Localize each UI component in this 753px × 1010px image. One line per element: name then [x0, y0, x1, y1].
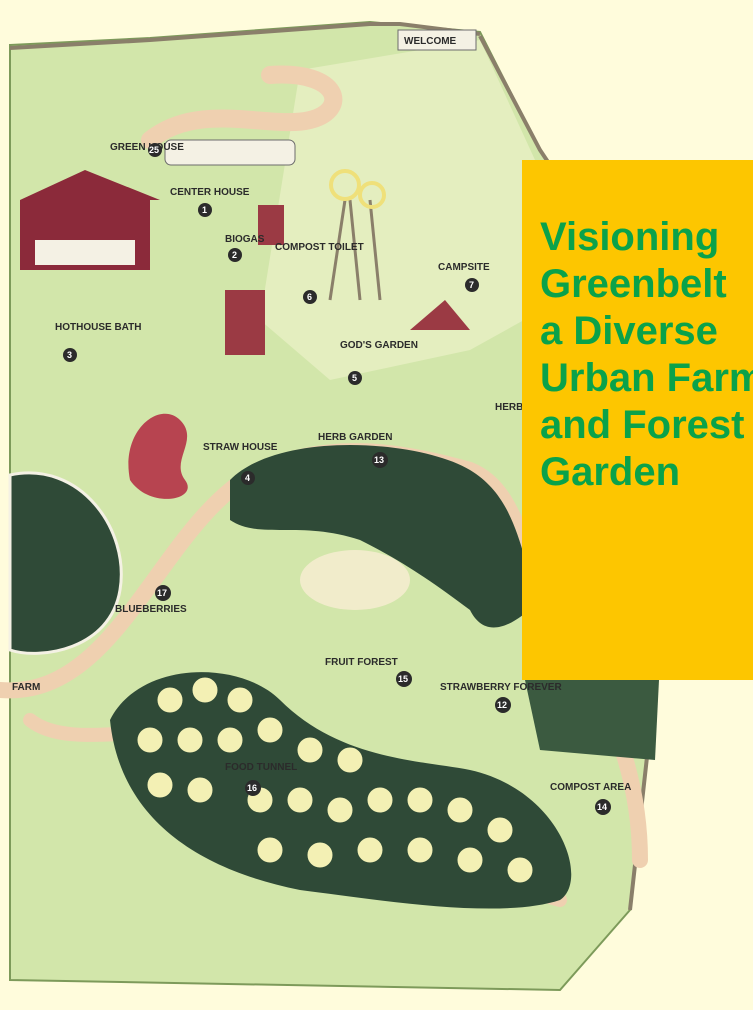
biogas-number: 2 [232, 250, 237, 260]
title-line: and Forest [540, 403, 745, 447]
campsite-marker [465, 278, 479, 292]
straw-house-number: 4 [245, 473, 250, 483]
compost-toilet-label: COMPOST TOILET [275, 242, 364, 253]
title-line: Urban Farm [540, 356, 753, 400]
biogas-marker [228, 248, 242, 262]
center-house-number: 1 [202, 205, 207, 215]
gods-garden-marker [348, 371, 362, 385]
herb-label: HERB [495, 402, 523, 413]
center-house [20, 170, 160, 270]
herb-garden-marker [372, 452, 388, 468]
straw-house-label: STRAW HOUSE [203, 442, 278, 453]
strawberry-number: 12 [497, 700, 507, 710]
food-tunnel-marker [245, 780, 261, 796]
hothouse-bath-number: 3 [67, 350, 72, 360]
fruit-forest-label: FRUIT FOREST [325, 657, 398, 668]
gods-garden-number: 5 [352, 373, 357, 383]
top-fence [9, 22, 481, 50]
pond [300, 550, 410, 610]
gods-garden-label: GOD'S GARDEN [340, 340, 418, 351]
strawberry-marker [495, 697, 511, 713]
center-house-label: CENTER HOUSE [170, 187, 250, 198]
compost-toilet-number: 6 [307, 292, 312, 302]
food-tunnel-label: FOOD TUNNEL [225, 762, 297, 773]
hothouse-bath-marker [63, 348, 77, 362]
blueberries-label: BLUEBERRIES [115, 604, 187, 615]
campsite-tent [410, 300, 470, 330]
animal-circle [8, 471, 123, 655]
welcome-sign-board [397, 29, 477, 51]
biogas-tank [258, 205, 284, 245]
herb-garden-bed [230, 445, 540, 628]
title-line: Visioning [540, 215, 720, 259]
blueberries-marker [155, 585, 171, 601]
biogas-label: BIOGAS [225, 234, 265, 245]
center-house-marker [198, 203, 212, 217]
compost-area-bed [525, 660, 660, 760]
food-tunnel-number: 16 [247, 783, 257, 793]
windmills [328, 169, 386, 301]
compost-toilet-marker [303, 290, 317, 304]
hothouse-bath-label: HOTHOUSE BATH [55, 322, 141, 333]
top-path [141, 65, 343, 149]
green-house-marker [148, 143, 162, 157]
farm-label: FARM [12, 682, 40, 693]
herb-garden-number: 13 [374, 455, 384, 465]
campsite-number: 7 [469, 280, 474, 290]
green-house-number: 25 [149, 145, 159, 155]
fruit-forest-number: 15 [398, 674, 408, 684]
welcome-sign: WELCOME [404, 36, 457, 47]
fruit-forest-marker [396, 671, 412, 687]
fruit-trees [136, 676, 534, 884]
straw-house-marker [241, 471, 255, 485]
compost-area-marker [595, 799, 611, 815]
campsite-label: CAMPSITE [438, 262, 490, 273]
title-line: Garden [540, 450, 681, 494]
green-house-building [164, 139, 296, 166]
green-house-label: GREEN HOUSE [110, 142, 184, 153]
straw-house [128, 413, 188, 499]
upper-meadow [260, 40, 560, 380]
compost-area-label: COMPOST AREA [550, 782, 631, 793]
herb-garden-label: HERB GARDEN [318, 432, 392, 443]
compost-area-number: 14 [597, 802, 607, 812]
blueberries-number: 17 [157, 588, 167, 598]
strawberry-label: STRAWBERRY FOREVER [440, 682, 562, 693]
title-line: Greenbelt [540, 262, 727, 306]
title-line: a Diverse [540, 309, 718, 353]
compost-toilet-building [225, 290, 265, 355]
